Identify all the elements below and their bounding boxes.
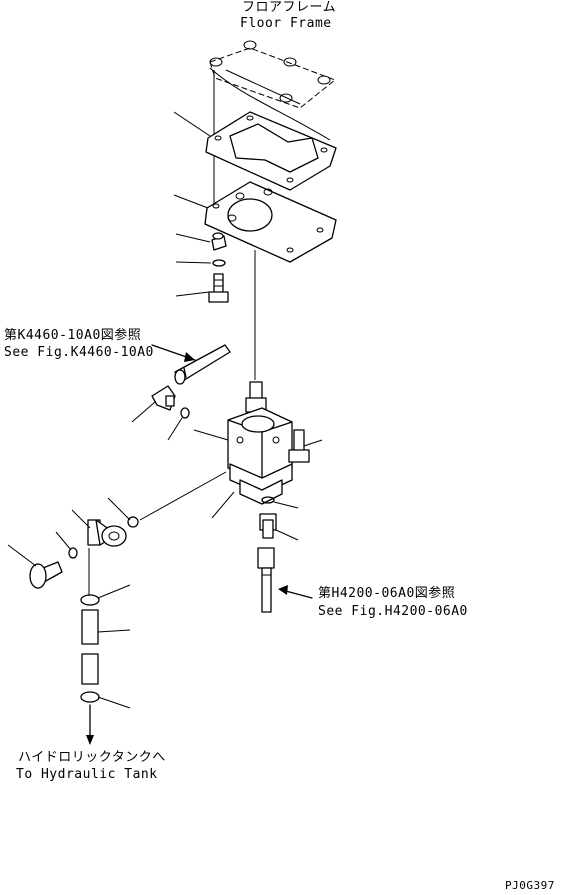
hose-k4460 (174, 344, 231, 385)
o-ring-4 (55, 531, 78, 559)
o-ring-1 (167, 407, 190, 441)
ref2-arrowhead (278, 585, 288, 595)
leader-valve-port (139, 471, 227, 521)
reference-2-label-jp: 第H4200-06A0図参照 (318, 586, 456, 601)
nipple (259, 513, 299, 541)
side-bolt (288, 429, 323, 463)
tank-arrowhead (86, 735, 94, 745)
leader-gasket (173, 111, 211, 137)
elbow-fitting (131, 385, 176, 423)
drawing-code: PJ0G397 (505, 879, 555, 892)
hose-h4200 (257, 547, 275, 613)
floor-frame-label-jp: フロアフレーム (242, 0, 337, 15)
clamp-1 (80, 584, 131, 606)
return-hose (81, 609, 131, 685)
o-ring-2 (261, 496, 299, 509)
floor-frame-label-en: Floor Frame (240, 16, 332, 31)
valve-body (193, 381, 293, 505)
o-ring-3 (107, 497, 139, 528)
clamp-2 (80, 691, 131, 709)
hydraulic-tank-label-en: To Hydraulic Tank (16, 767, 158, 782)
mounting-plate (173, 181, 337, 263)
banjo-fitting (71, 509, 127, 547)
leader-valve-bottom (211, 491, 235, 519)
reference-1-label-en: See Fig.K4460-10A0 (4, 345, 154, 360)
plug (7, 544, 63, 589)
leader-valve (193, 429, 229, 441)
hydraulic-tank-label-jp: ハイドロリックタンクへ (18, 750, 166, 765)
leader-mounting-plate (173, 194, 209, 209)
bolt (175, 273, 229, 303)
ref1-arrowhead (184, 352, 195, 362)
gasket-plate (173, 111, 337, 191)
cap-nut (175, 232, 227, 251)
reference-1-label-jp: 第K4460-10A0図参照 (4, 328, 142, 343)
washer (175, 259, 226, 267)
reference-2-label-en: See Fig.H4200-06A0 (318, 604, 468, 619)
